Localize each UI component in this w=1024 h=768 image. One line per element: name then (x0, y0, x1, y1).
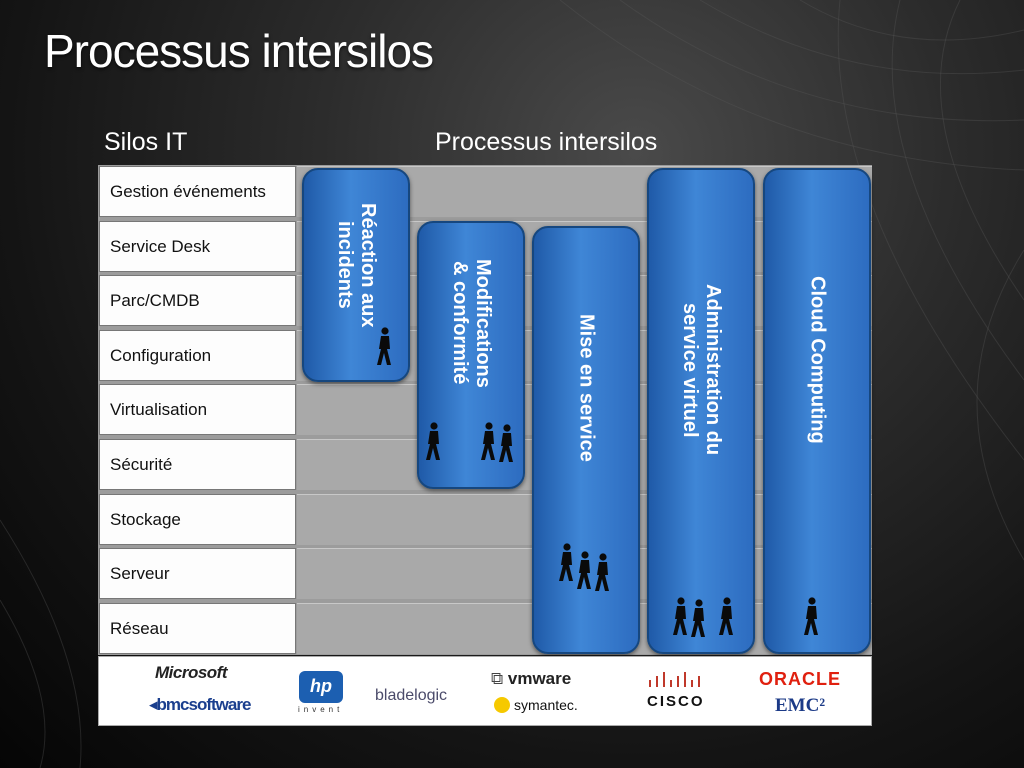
vendor-logos: Microsoft ◂bmcsoftware hp invent bladelo… (98, 656, 872, 726)
processes-heading: Processus intersilos (435, 128, 658, 156)
silo-configuration: Configuration (99, 330, 296, 381)
silo-parc-cmdb: Parc/CMDB (99, 275, 296, 326)
silo-gestion-evenements: Gestion événements (99, 166, 296, 217)
silos-heading: Silos IT (104, 128, 188, 156)
vmware-logo: ⧉ vmware (491, 669, 572, 688)
process-label: Réaction aux incidents (334, 202, 379, 328)
people-icon (478, 422, 518, 464)
bladelogic-logo: bladelogic (375, 687, 448, 704)
process-reaction-incidents: Réaction aux incidents (302, 168, 410, 382)
people-icon (558, 543, 616, 595)
people-icon (376, 327, 394, 367)
silo-serveur: Serveur (99, 548, 296, 599)
hp-logo: hp (299, 671, 343, 703)
vmware-logo-text: vmware (507, 669, 572, 688)
symantec-logo: symantec. (494, 697, 578, 713)
bmc-logo: ◂bmcsoftware (149, 695, 252, 714)
people-icon (425, 422, 485, 464)
silo-service-desk: Service Desk (99, 221, 296, 272)
cisco-logo: CISCO (647, 693, 705, 710)
process-administration-service-virtuel: Administration du service virtuel (647, 168, 755, 654)
process-modifications-conformite: Modifications & conformité (417, 221, 525, 489)
silo-stockage: Stockage (99, 494, 296, 545)
hp-tagline: invent (298, 705, 344, 714)
process-label: Administration du service virtuel (679, 284, 724, 456)
silo-virtualisation: Virtualisation (99, 384, 296, 435)
hp-logo-text: hp (310, 676, 332, 696)
process-label: Cloud Computing (806, 276, 829, 444)
cisco-bars-icon (649, 672, 700, 687)
silo-securite: Sécurité (99, 439, 296, 490)
process-label: Modifications & conformité (449, 258, 494, 388)
people-icon (672, 597, 742, 639)
microsoft-logo: Microsoft (155, 663, 228, 682)
symantec-dot-icon (494, 697, 510, 713)
page-title: Processus intersilos (44, 25, 434, 77)
emc-logo: EMC² (775, 695, 826, 716)
silo-reseau: Réseau (99, 603, 296, 654)
people-icon (803, 597, 823, 639)
process-label: Mise en service (575, 314, 598, 462)
process-cloud-computing: Cloud Computing (763, 168, 871, 654)
oracle-logo: ORACLE (759, 669, 841, 689)
symantec-logo-text: symantec. (514, 697, 578, 713)
bmc-logo-text: bmcsoftware (156, 695, 252, 714)
